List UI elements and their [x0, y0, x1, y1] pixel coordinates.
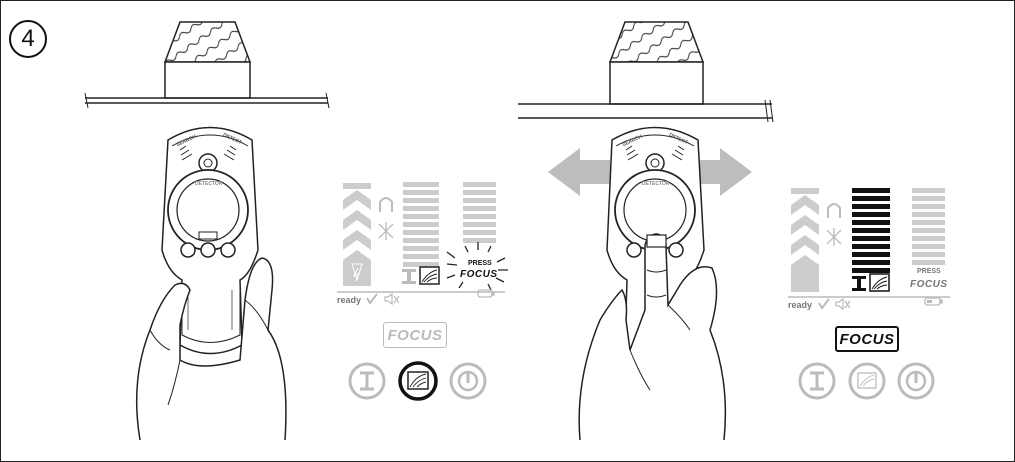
left-scene — [84, 21, 508, 441]
hand-left — [135, 257, 287, 441]
magnet-icon — [379, 197, 393, 212]
mute-icon — [384, 292, 400, 306]
display-panel-right — [788, 188, 950, 311]
press-label: PRESS — [917, 268, 941, 275]
scan-mode-button-icon — [398, 361, 438, 401]
wall-surface-right — [518, 99, 774, 123]
press-label: PRESS — [468, 260, 492, 267]
focus-button[interactable]: FOCUS — [383, 322, 447, 348]
ready-label: ready — [788, 300, 813, 310]
brand-label: DETECTOR — [195, 181, 223, 187]
brand-label: DETECTOR — [642, 181, 670, 187]
check-icon — [818, 298, 830, 310]
press-focus-flash — [446, 242, 508, 291]
no-metal-icon — [826, 228, 842, 246]
wall-stud-left — [163, 21, 252, 99]
focus-display-label: FOCUS — [460, 269, 498, 280]
focus-button-label: FOCUS — [387, 326, 443, 344]
ready-label: ready — [337, 295, 362, 305]
wall-surface-left — [84, 92, 330, 109]
check-icon — [366, 293, 378, 305]
metal-mode-button-icon — [348, 362, 386, 400]
arrow-left-icon — [548, 148, 610, 196]
wood-icon — [419, 266, 440, 285]
focus-button[interactable]: FOCUS — [835, 326, 899, 352]
power-button-icon — [449, 362, 487, 400]
button-row-right — [798, 362, 935, 400]
level-bars-live — [463, 182, 496, 243]
level-bars-metal-full — [852, 188, 890, 273]
battery-icon — [477, 289, 495, 298]
chevron-bar-icon — [791, 188, 819, 292]
step-number-badge: 4 — [9, 20, 47, 58]
focus-button-label: FOCUS — [839, 330, 895, 348]
power-button-icon — [897, 362, 935, 400]
no-metal-icon — [378, 222, 394, 240]
stud-icon — [852, 276, 866, 291]
focus-display-label: FOCUS — [910, 279, 948, 290]
wood-icon — [869, 273, 890, 292]
right-scene — [518, 21, 950, 441]
battery-icon — [924, 297, 943, 306]
level-bars-metal — [403, 182, 439, 267]
button-row-left — [348, 361, 487, 401]
hand-right — [578, 233, 727, 441]
scan-mode-button-icon — [848, 362, 886, 400]
display-panel-left — [337, 182, 508, 306]
chevron-bar-icon — [343, 183, 371, 286]
level-bars-live — [912, 188, 945, 265]
metal-mode-button-icon — [798, 362, 836, 400]
magnet-icon — [827, 203, 841, 218]
mute-icon — [835, 297, 851, 311]
wall-stud-right — [608, 21, 705, 105]
arrow-right-icon — [700, 148, 752, 196]
stud-icon — [402, 269, 416, 284]
